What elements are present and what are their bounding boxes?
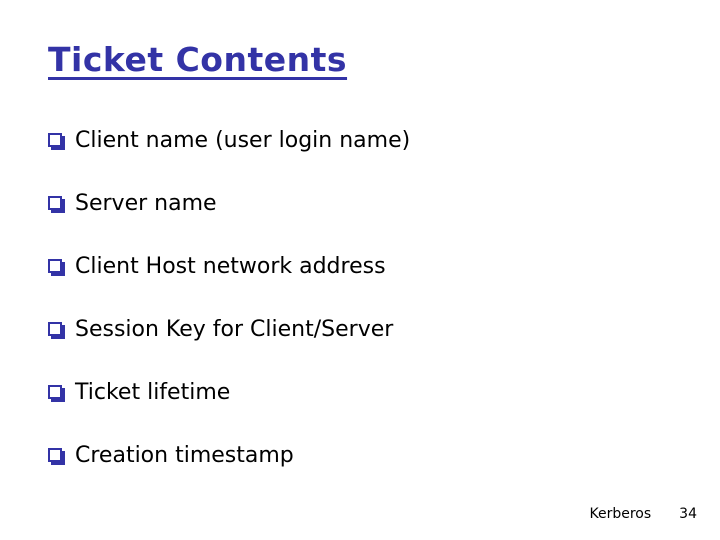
bullet-text: Client Host network address bbox=[75, 254, 386, 279]
bullet-text: Creation timestamp bbox=[75, 443, 294, 468]
bullet-text: Ticket lifetime bbox=[75, 380, 231, 405]
bullet-list: Client name (user login name) Server nam… bbox=[48, 128, 410, 506]
shadowed-square-bullet-icon bbox=[48, 259, 62, 273]
list-item: Client Host network address bbox=[48, 254, 410, 282]
page-number: 34 bbox=[679, 506, 697, 522]
shadowed-square-bullet-icon bbox=[48, 133, 62, 147]
list-item: Server name bbox=[48, 191, 410, 219]
list-item: Creation timestamp bbox=[48, 443, 410, 471]
list-item: Client name (user login name) bbox=[48, 128, 410, 156]
list-item: Ticket lifetime bbox=[48, 380, 410, 408]
shadowed-square-bullet-icon bbox=[48, 448, 62, 462]
slide-footer: Kerberos 34 bbox=[590, 506, 698, 522]
list-item: Session Key for Client/Server bbox=[48, 317, 410, 345]
shadowed-square-bullet-icon bbox=[48, 196, 62, 210]
bullet-text: Client name (user login name) bbox=[75, 128, 411, 153]
slide-title: Ticket Contents bbox=[48, 40, 348, 79]
bullet-text: Server name bbox=[75, 191, 217, 216]
bullet-text: Session Key for Client/Server bbox=[75, 317, 394, 342]
footer-label: Kerberos bbox=[589, 506, 652, 522]
shadowed-square-bullet-icon bbox=[48, 322, 62, 336]
shadowed-square-bullet-icon bbox=[48, 385, 62, 399]
